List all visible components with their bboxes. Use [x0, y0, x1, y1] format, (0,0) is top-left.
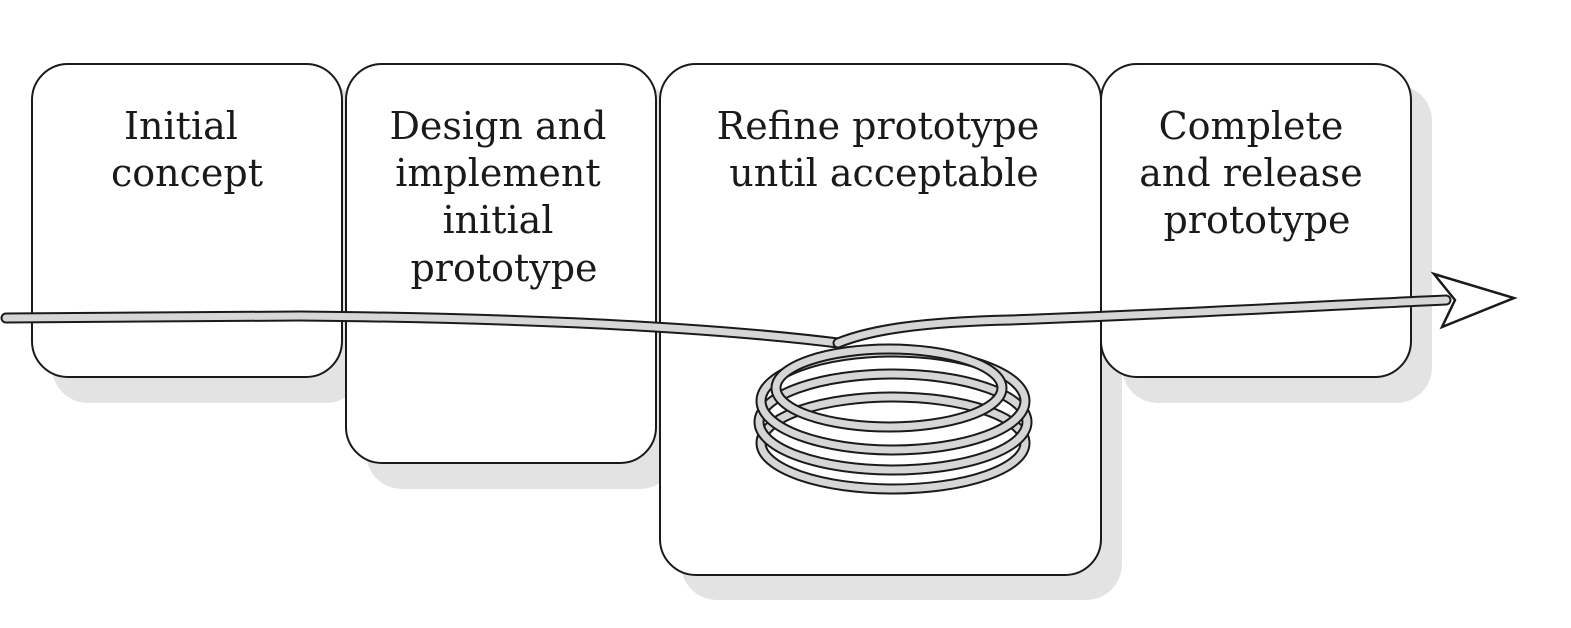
stage-label-design-implement: Design and implement initial prototype [389, 104, 618, 290]
flow-arrow-head-icon [1430, 271, 1518, 330]
stage-label-initial-concept: Initial concept [111, 104, 263, 195]
iteration-coil [753, 343, 1033, 495]
process-flow-ribbon [0, 294, 1452, 349]
stage-label-refine: Refine prototype until acceptable [717, 104, 1052, 195]
stage-label-complete-release: Complete and release prototype [1139, 104, 1375, 242]
stage-box-complete-release [1100, 63, 1412, 378]
stage-box-initial-concept [31, 63, 343, 378]
stage-box-design-implement [345, 63, 657, 464]
stage-labels: Initial concept Design and implement ini… [111, 104, 1375, 290]
